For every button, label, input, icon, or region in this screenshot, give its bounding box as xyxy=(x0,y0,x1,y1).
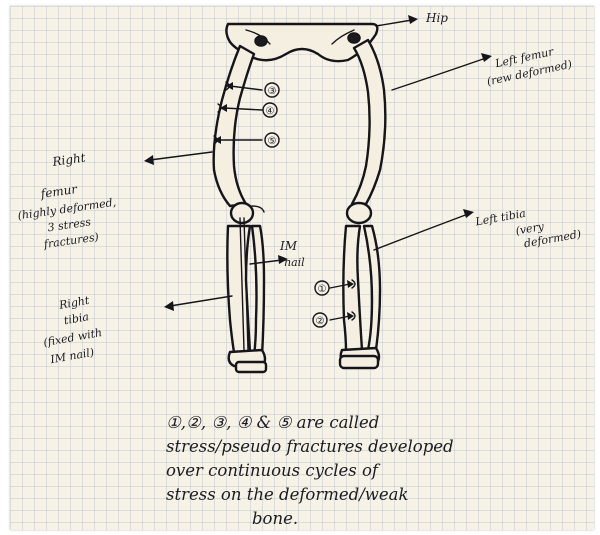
svg-text:tibia: tibia xyxy=(63,310,90,327)
pointer-arrows xyxy=(144,15,492,320)
marker-5: ⑤ xyxy=(268,136,277,147)
label-im-nail: IM nail xyxy=(279,239,305,269)
note-line-5: bone. xyxy=(252,509,298,528)
svg-text:(fixed with: (fixed with xyxy=(42,326,103,349)
label-left-tibia: Left tibia (very deformed) xyxy=(473,198,582,258)
note-line-2: stress/pseudo fractures developed xyxy=(166,437,454,456)
label-right-femur: Right femur (highly deformed, 3 stress f… xyxy=(10,147,121,254)
label-left-femur: Left femur (rew deformed) xyxy=(482,42,573,88)
label-right-tibia: Right tibia (fixed with IM nail) xyxy=(36,293,106,367)
svg-text:IM nail): IM nail) xyxy=(48,346,95,367)
fracture-number-markers: ③ ④ ⑤ ① ② xyxy=(263,83,329,327)
left-tibia xyxy=(340,226,380,368)
note-line-1: ①,②, ③, ④ & ⑤ are called xyxy=(166,413,379,432)
label-hip: Hip xyxy=(425,11,448,25)
svg-text:femur: femur xyxy=(39,182,79,201)
right-femur xyxy=(214,46,264,223)
note-line-3: over continuous cycles of xyxy=(166,461,381,480)
svg-text:Right: Right xyxy=(51,150,87,169)
left-femur xyxy=(347,40,385,223)
marker-2: ② xyxy=(316,316,325,327)
svg-text:nail: nail xyxy=(284,256,305,269)
fracture-note: ①,②, ③, ④ & ⑤ are called stress/pseudo f… xyxy=(166,413,454,528)
marker-1: ① xyxy=(318,284,327,295)
note-line-4: stress on the deformed/weak xyxy=(166,485,409,504)
marker-3: ③ xyxy=(268,86,277,97)
marker-4: ④ xyxy=(266,106,275,117)
svg-text:Right: Right xyxy=(57,294,91,312)
svg-text:IM: IM xyxy=(279,239,298,253)
